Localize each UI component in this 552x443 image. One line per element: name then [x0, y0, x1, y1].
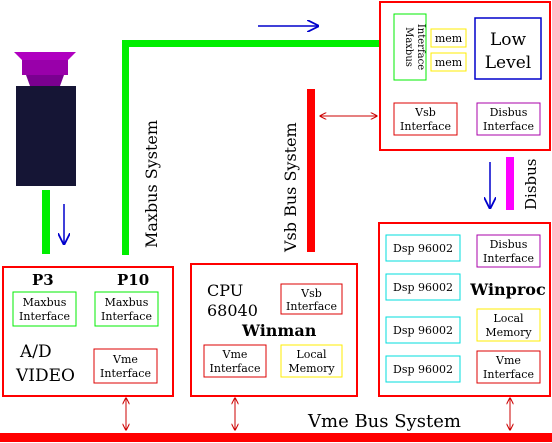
vsb-bus-line: [307, 89, 315, 252]
cpu-vme-line2: Interface: [210, 362, 261, 375]
camera-icon: [14, 52, 76, 186]
cpu-memory-line2: Memory: [288, 362, 335, 375]
winproc-disbus-line1: Disbus: [490, 238, 528, 251]
ad-video-board: P3 P10 Maxbus Interface Maxbus Interface…: [2, 266, 174, 397]
ad-vme-line1: Vme: [112, 353, 138, 366]
cpu-vme-line1: Vme: [222, 348, 248, 361]
ad-maxbus-interface-left: [12, 291, 77, 327]
winproc-local-memory: [476, 308, 541, 342]
dsp-3-label: Dsp 96002: [393, 324, 453, 337]
ad-maxbus-right-line1: Maxbus: [105, 296, 149, 309]
maxbus-system-label: Maxbus System: [142, 120, 161, 248]
winproc-memory-line1: Local: [493, 312, 524, 325]
winproc-vme-interface: [476, 350, 541, 384]
lowlevel-vsb-line1: Vsb: [414, 106, 436, 119]
camera-link: [42, 190, 50, 254]
camera-hood-top: [14, 52, 76, 60]
cpu-vsb-interface: [280, 283, 343, 315]
disbus-line: [506, 157, 514, 210]
ad-maxbus-right-line2: Interface: [101, 310, 152, 323]
cpu-memory-line1: Local: [296, 348, 327, 361]
ad-title-line2: VIDEO: [15, 366, 75, 386]
low-level-line1: Low: [490, 30, 527, 50]
ad-vme-interface: [93, 348, 158, 384]
cpu-vsb-line2: Interface: [286, 300, 337, 313]
winproc-disbus-line2: Interface: [483, 252, 534, 265]
winman-label: Winman: [241, 321, 317, 340]
mem-box-2: [430, 52, 467, 72]
dsp-1-label: Dsp 96002: [393, 242, 453, 255]
ad-maxbus-interface-right: [94, 291, 159, 327]
cpu-vme-interface: [203, 344, 267, 378]
cpu-line2: 68040: [207, 301, 258, 320]
cpu-line1: CPU: [207, 281, 243, 300]
ad-vme-line2: Interface: [100, 367, 151, 380]
ad-maxbus-left-line2: Interface: [19, 310, 70, 323]
lowlevel-maxbus-interface: [393, 13, 427, 81]
dsp-2-label: Dsp 96002: [393, 281, 453, 294]
dsp-4-label: Dsp 96002: [393, 363, 453, 376]
low-level-board: Maxbus Interface mem mem Low Level Vsb I…: [379, 1, 551, 151]
mem-2-label: mem: [435, 56, 463, 69]
dsp-box-4: [385, 355, 461, 383]
ad-maxbus-left-line1: Maxbus: [23, 296, 67, 309]
lowlevel-disbus-line2: Interface: [483, 120, 534, 133]
camera-body: [16, 86, 76, 186]
vme-bus-system-label: Vme Bus System: [307, 411, 461, 432]
camera-lens: [26, 75, 64, 86]
vme-bus-line: [0, 433, 552, 442]
mem-box-1: [430, 28, 467, 48]
cpu-winman-board: CPU 68040 Winman Vsb Interface Vme Inter…: [190, 263, 358, 397]
winproc-board: Dsp 96002 Dsp 96002 Dsp 96002 Dsp 96002 …: [378, 222, 551, 397]
cpu-local-memory: [280, 344, 343, 378]
lowlevel-maxbus-line2: Interface: [415, 24, 426, 70]
vsb-bus-system-label: Vsb Bus System: [281, 122, 300, 253]
p3-label: P3: [32, 271, 54, 289]
lowlevel-disbus-interface: [476, 102, 541, 136]
winproc-label: Winproc: [469, 280, 546, 299]
lowlevel-maxbus-line1: Maxbus: [403, 27, 414, 67]
winproc-vme-line2: Interface: [483, 368, 534, 381]
dsp-box-1: [385, 234, 461, 262]
lowlevel-vsb-line2: Interface: [400, 120, 451, 133]
dsp-box-3: [385, 316, 461, 344]
winproc-vme-line1: Vme: [495, 354, 521, 367]
low-level-line2: Level: [485, 53, 531, 73]
lowlevel-disbus-line1: Disbus: [490, 106, 528, 119]
ad-title-line1: A/D: [19, 342, 52, 362]
low-level-box: [474, 17, 542, 80]
disbus-label: Disbus: [522, 159, 540, 210]
winproc-disbus-interface: [476, 234, 541, 268]
dsp-box-2: [385, 273, 461, 301]
maxbus-horizontal: [122, 40, 380, 47]
mem-1-label: mem: [435, 32, 463, 45]
lowlevel-vsb-interface: [393, 102, 458, 136]
winproc-memory-line2: Memory: [485, 326, 532, 339]
cpu-vsb-line1: Vsb: [300, 287, 322, 300]
p10-label: P10: [117, 271, 149, 289]
maxbus-vertical: [122, 40, 129, 255]
